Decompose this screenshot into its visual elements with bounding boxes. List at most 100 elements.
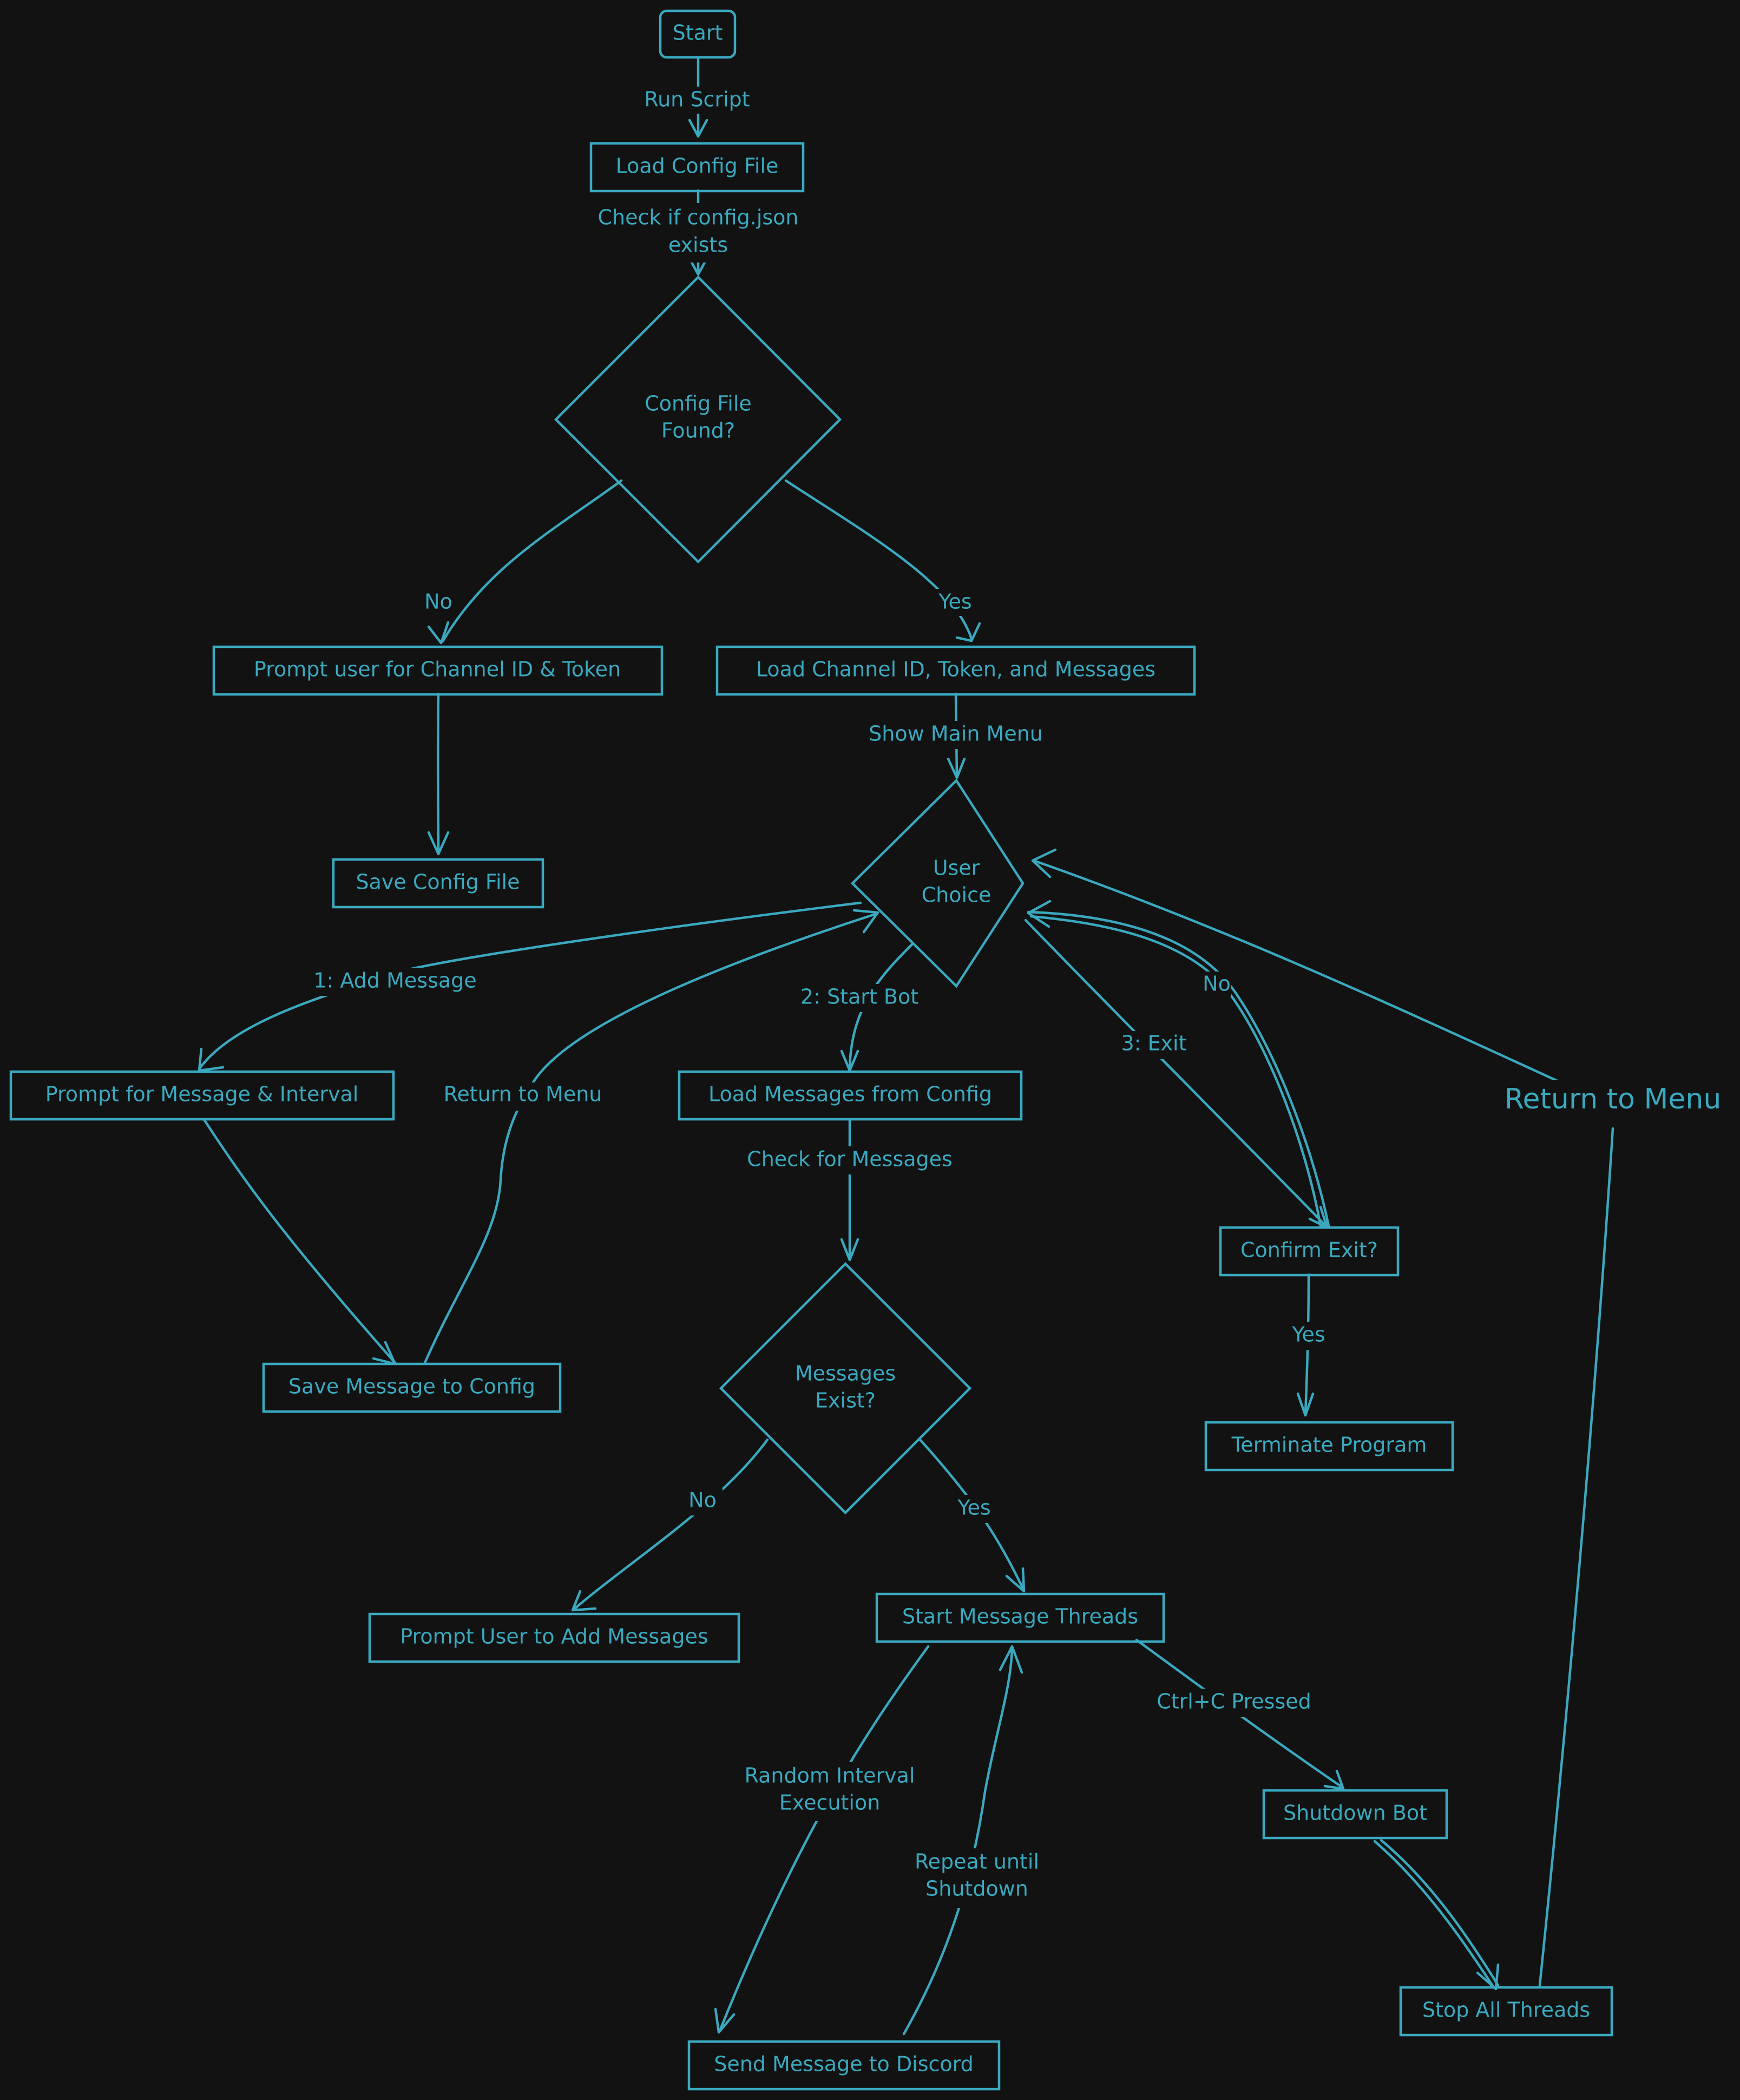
node-prompt-channel-shape xyxy=(212,645,664,696)
node-config-found-line2: Found? xyxy=(661,419,735,443)
node-load-config-label: Load Config File xyxy=(616,154,779,178)
node-prompt-channel-label: Prompt user for Channel ID & Token xyxy=(254,658,621,681)
edge-random-interval xyxy=(718,1645,930,2032)
label-no-config: No xyxy=(424,590,452,614)
arrowhead-stop-threads xyxy=(1476,1963,1500,1991)
node-save-message: Save Message to Config xyxy=(262,1362,562,1413)
node-start-threads: Start Message Threads xyxy=(875,1592,1165,1643)
node-terminate: Terminate Program xyxy=(1204,1421,1454,1472)
node-save-config-shape xyxy=(332,858,544,909)
label-repeat-until-line2: Shutdown xyxy=(925,1877,1028,1901)
node-user-choice-line2: Choice xyxy=(922,883,992,907)
node-send-discord-shape xyxy=(687,2040,1001,2091)
node-shutdown-bot-label: Shutdown Bot xyxy=(1283,1801,1427,1825)
node-config-found: Config File Found? xyxy=(554,275,842,564)
arrowhead-user-choice xyxy=(947,757,966,779)
label-random-interval-line2: Execution xyxy=(779,1791,880,1815)
node-start-threads-label: Start Message Threads xyxy=(902,1605,1138,1629)
label-repeat-until-line1: Repeat until xyxy=(915,1850,1039,1874)
node-save-message-label: Save Message to Config xyxy=(288,1375,535,1399)
label-start-bot: 2: Start Bot xyxy=(800,985,918,1009)
node-user-choice: User Choice xyxy=(850,778,1025,988)
node-stop-threads-shape xyxy=(1399,1986,1613,2037)
node-messages-exist-line1: Messages xyxy=(795,1362,896,1386)
node-load-messages-shape xyxy=(678,1070,1023,1121)
edge-repeat-until xyxy=(902,1646,1014,2036)
node-confirm-exit: Confirm Exit? xyxy=(1219,1226,1400,1277)
label-ctrl-c: Ctrl+C Pressed xyxy=(1157,1690,1311,1714)
node-user-choice-shape xyxy=(850,778,1025,988)
edge-shutdown-to-stop xyxy=(1373,1840,1495,1989)
edge-diamond-no xyxy=(441,479,623,643)
edge-no-exit-double xyxy=(1029,915,1322,1228)
label-exit: 3: Exit xyxy=(1121,1032,1186,1055)
arrowhead-diamond-1 xyxy=(690,261,706,276)
edge-return-menu-2 xyxy=(1538,1127,1614,1987)
node-save-config-label: Save Config File xyxy=(356,870,520,894)
node-stop-threads: Stop All Threads xyxy=(1399,1986,1613,2037)
node-prompt-message-shape xyxy=(9,1070,395,1121)
node-shutdown-bot: Shutdown Bot xyxy=(1262,1789,1448,1840)
edge-return-menu-2-top xyxy=(1032,859,1568,1087)
edge-no-exit xyxy=(1027,910,1330,1228)
label-show-main-menu: Show Main Menu xyxy=(869,722,1043,746)
arrowhead-load-channel xyxy=(955,622,981,642)
edge-labels: Run Script Check if config.json exists N… xyxy=(311,87,1732,1908)
label-check-config-line2: exists xyxy=(668,233,728,257)
node-save-config: Save Config File xyxy=(332,858,544,909)
arrowhead-start-threads xyxy=(1005,1567,1026,1593)
arrowhead-shutdown-bot xyxy=(1323,1769,1345,1790)
node-confirm-exit-label: Confirm Exit? xyxy=(1240,1238,1378,1262)
node-prompt-add-label: Prompt User to Add Messages xyxy=(400,1625,708,1649)
arrowhead-start-threads-repeat xyxy=(999,1645,1023,1674)
arrowhead-prompt-channel xyxy=(427,621,450,645)
edge-shutdown-to-stop-double xyxy=(1380,1839,1500,1987)
arrowhead-load-config xyxy=(688,119,708,138)
node-start-shape xyxy=(659,9,737,59)
arrowhead-prompt-message xyxy=(198,1047,225,1072)
node-start-label: Start xyxy=(673,21,723,45)
node-messages-exist: Messages Exist? xyxy=(719,1262,972,1515)
node-prompt-add: Prompt User to Add Messages xyxy=(368,1612,740,1663)
node-load-channel: Load Channel ID, Token, and Messages xyxy=(715,645,1196,696)
node-send-discord: Send Message to Discord xyxy=(687,2040,1001,2091)
node-start-threads-shape xyxy=(875,1592,1165,1643)
node-user-choice-line1: User xyxy=(933,856,980,880)
arrowhead-return-choice-2 xyxy=(1031,848,1057,878)
arrowhead-return-choice-1 xyxy=(852,909,879,934)
label-no-exit: No xyxy=(1203,972,1231,996)
edge-add-message xyxy=(198,901,862,1071)
arrowhead-save-config xyxy=(427,831,450,856)
node-stop-threads-label: Stop All Threads xyxy=(1422,1998,1590,2022)
edge-no-messages xyxy=(573,1438,769,1610)
edges xyxy=(198,57,1614,2036)
node-messages-exist-shape xyxy=(719,1262,972,1515)
label-yes-messages: Yes xyxy=(957,1496,990,1520)
label-run-script: Run Script xyxy=(644,88,750,111)
node-load-config: Load Config File xyxy=(589,142,805,193)
node-prompt-channel: Prompt user for Channel ID & Token xyxy=(212,645,664,696)
edge-exit xyxy=(1024,918,1328,1228)
node-load-config-shape xyxy=(589,142,805,193)
node-save-message-shape xyxy=(262,1362,562,1413)
node-prompt-message: Prompt for Message & Interval xyxy=(9,1070,395,1121)
label-return-menu-1: Return to Menu xyxy=(444,1082,602,1106)
arrowhead-messages-exist xyxy=(840,1238,859,1262)
nodes: Start Load Config File Config File Found… xyxy=(9,9,1613,2091)
arrowhead-return-choice-no xyxy=(1027,900,1052,928)
node-messages-exist-line2: Exist? xyxy=(815,1389,876,1413)
node-load-messages-label: Load Messages from Config xyxy=(708,1082,992,1106)
node-start: Start xyxy=(659,9,737,59)
node-terminate-label: Terminate Program xyxy=(1231,1433,1427,1457)
node-confirm-exit-shape xyxy=(1219,1226,1400,1277)
node-config-found-line1: Config File xyxy=(645,392,752,416)
node-terminate-shape xyxy=(1204,1421,1454,1472)
node-load-channel-label: Load Channel ID, Token, and Messages xyxy=(756,658,1155,681)
label-random-interval-line1: Random Interval xyxy=(745,1764,915,1788)
label-add-message: 1: Add Message xyxy=(313,969,476,993)
arrowhead-terminate xyxy=(1296,1392,1315,1417)
edge-prompt-to-save-message xyxy=(203,1119,397,1364)
node-load-messages: Load Messages from Config xyxy=(678,1070,1023,1121)
node-shutdown-bot-shape xyxy=(1262,1789,1448,1840)
